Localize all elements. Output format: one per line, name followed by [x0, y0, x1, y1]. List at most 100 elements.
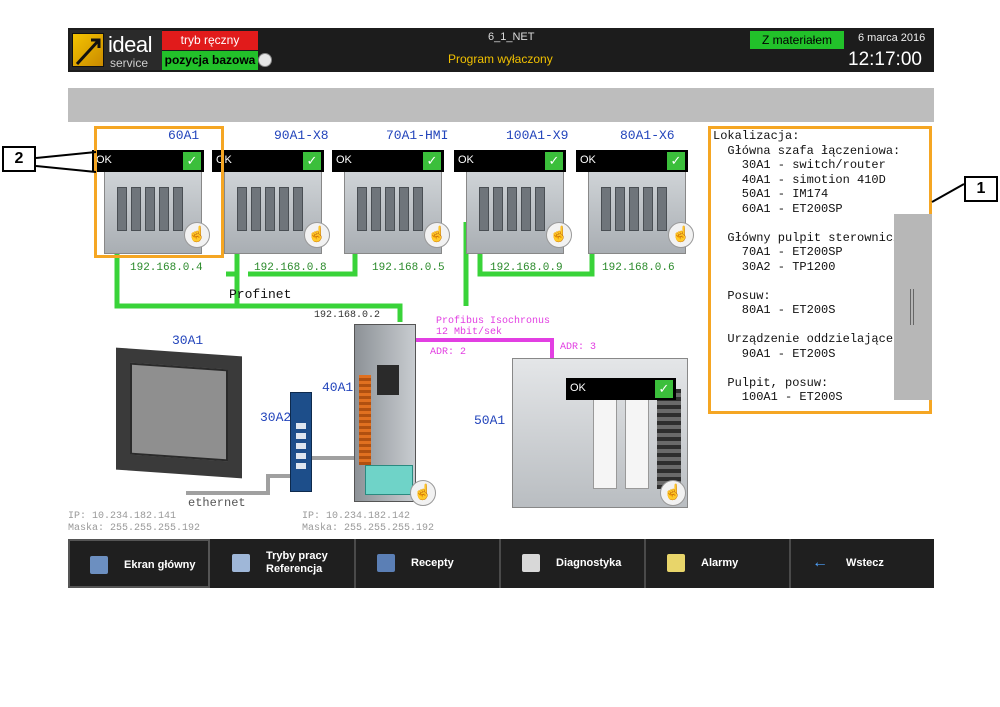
location-line	[713, 318, 915, 333]
location-line: 40A1 - simotion 410D	[713, 172, 886, 187]
mask-40a1: Maska: 255.255.255.192	[302, 523, 435, 534]
location-line	[713, 216, 915, 231]
nav-label: Alarmy	[701, 557, 739, 569]
location-line: 70A1 - ET200SP	[713, 245, 843, 259]
device-label: 60A1	[168, 128, 200, 143]
location-line: 100A1 - ET200S	[713, 390, 843, 404]
status-bar: OK ✓	[332, 150, 444, 172]
nav-label: Ekran główny	[124, 559, 196, 571]
location-line: 90A1 - ET200S	[713, 346, 836, 361]
device-label: 30A2	[260, 410, 292, 425]
nav-recipes-button[interactable]: Recepty	[357, 539, 501, 588]
mode-icon	[232, 554, 250, 572]
hand-touch-icon[interactable]: ☝	[668, 222, 694, 248]
ip-label-100a1: 192.168.0.9	[490, 262, 563, 274]
nav-home-button[interactable]: Ekran główny	[68, 539, 210, 588]
clock-display: 12:17:00	[848, 49, 922, 70]
checkmark-icon: ✓	[655, 380, 673, 398]
location-line	[713, 274, 915, 289]
device-80a1[interactable]: OK ✓ ☝	[576, 150, 694, 255]
location-line: 30A2 - TP1200	[713, 259, 836, 274]
hand-touch-icon[interactable]: ☝	[410, 480, 436, 506]
nav-diagnostics-button[interactable]: Diagnostyka	[502, 539, 646, 588]
location-line: Główna szafa łączeniowa:	[713, 143, 901, 158]
status-text: OK	[336, 154, 352, 166]
profinet-line-main	[114, 222, 403, 322]
logo-mark-icon	[72, 33, 104, 67]
ip-40a1: IP: 10.234.182.142	[302, 511, 411, 522]
location-line: Pulpit, posuw:	[713, 375, 829, 390]
location-line	[713, 361, 915, 376]
device-label: 40A1	[322, 380, 354, 395]
mode-base-position-indicator[interactable]: pozycja bazowa	[162, 51, 258, 70]
location-line: Lokalizacja:	[713, 129, 800, 143]
cpu-40a1[interactable]	[354, 324, 416, 502]
checkmark-icon: ✓	[423, 152, 441, 170]
location-panel: Lokalizacja: Główna szafa łączeniowa: 30…	[708, 126, 932, 414]
date-display: 6 marca 2016	[858, 32, 926, 44]
status-text: OK	[96, 154, 112, 166]
location-scrollbar[interactable]	[894, 214, 932, 400]
ip-label-80a1: 192.168.0.6	[602, 262, 675, 274]
callout-1-pointer	[931, 183, 965, 203]
device-90a1[interactable]: OK ✓ ☝	[212, 150, 330, 255]
material-status-badge: Z materiałem	[750, 31, 844, 49]
hand-touch-icon[interactable]: ☝	[546, 222, 572, 248]
status-bar: OK ✓	[566, 378, 676, 400]
ethernet-label: ethernet	[188, 496, 246, 510]
hand-touch-icon[interactable]	[258, 53, 272, 67]
location-line: Urządzenie oddzielające:	[713, 332, 901, 346]
status-bar: OK ✓	[454, 150, 566, 172]
scrollbar-grip[interactable]	[910, 289, 914, 325]
profinet-label: Profinet	[229, 287, 292, 302]
callout-2-pointer	[36, 151, 97, 173]
checkmark-icon: ✓	[545, 152, 563, 170]
header-bar: ideal service tryb ręczny pozycja bazowa…	[68, 28, 934, 72]
logo-word-service: service	[110, 56, 149, 70]
nav-back-button[interactable]: ← Wstecz	[792, 539, 934, 588]
project-name: 6_1_NET	[488, 31, 535, 43]
alarm-icon	[667, 554, 685, 572]
device-label: 30A1	[172, 333, 204, 348]
device-label: 100A1-X9	[506, 128, 569, 143]
location-line: 80A1 - ET200S	[713, 303, 836, 317]
recipe-icon	[377, 554, 395, 572]
device-label: 70A1-HMI	[386, 128, 449, 143]
mode-manual-indicator[interactable]: tryb ręczny	[162, 31, 258, 50]
device-label: 50A1	[474, 413, 506, 428]
logo-word-ideal: ideal	[108, 32, 152, 57]
location-text: Lokalizacja: Główna szafa łączeniowa: 30…	[713, 129, 915, 405]
nav-label: Wstecz	[846, 557, 884, 569]
ip-label-60a1: 192.168.0.4	[130, 262, 203, 274]
nav-alarms-button[interactable]: Alarmy	[647, 539, 791, 588]
hand-touch-icon[interactable]: ☝	[660, 480, 686, 506]
status-bar: OK ✓	[92, 150, 204, 172]
hand-touch-icon[interactable]: ☝	[304, 222, 330, 248]
ip-30a1: IP: 10.234.182.141	[68, 511, 177, 522]
hand-touch-icon[interactable]: ☝	[424, 222, 450, 248]
location-line: 30A1 - switch/router	[713, 158, 886, 172]
adr2-label: ADR: 2	[430, 347, 467, 358]
status-bar: OK ✓	[212, 150, 324, 172]
device-60a1[interactable]: OK ✓ ☝	[92, 150, 210, 255]
switch-30a2[interactable]	[290, 392, 312, 492]
ip-label-90a1: 192.168.0.8	[254, 262, 327, 274]
status-text: OK	[580, 154, 596, 166]
device-100a1[interactable]: OK ✓ ☝	[454, 150, 572, 255]
location-line: Główny pulpit sterowniczy:	[713, 230, 915, 245]
nav-label: Diagnostyka	[556, 557, 622, 569]
hand-touch-icon[interactable]: ☝	[184, 222, 210, 248]
checkmark-icon: ✓	[183, 152, 201, 170]
mask-30a1: Maska: 255.255.255.192	[68, 523, 201, 534]
hmi-panel-30a1[interactable]	[116, 347, 242, 479]
status-text: OK	[570, 382, 586, 394]
status-bar: OK ✓	[576, 150, 688, 172]
adr3-label: ADR: 3	[560, 342, 597, 353]
back-arrow-icon: ←	[812, 554, 828, 571]
device-70a1[interactable]: OK ✓ ☝	[332, 150, 450, 255]
location-line: 60A1 - ET200SP	[713, 201, 843, 216]
highlight-box-60a1	[94, 126, 224, 258]
